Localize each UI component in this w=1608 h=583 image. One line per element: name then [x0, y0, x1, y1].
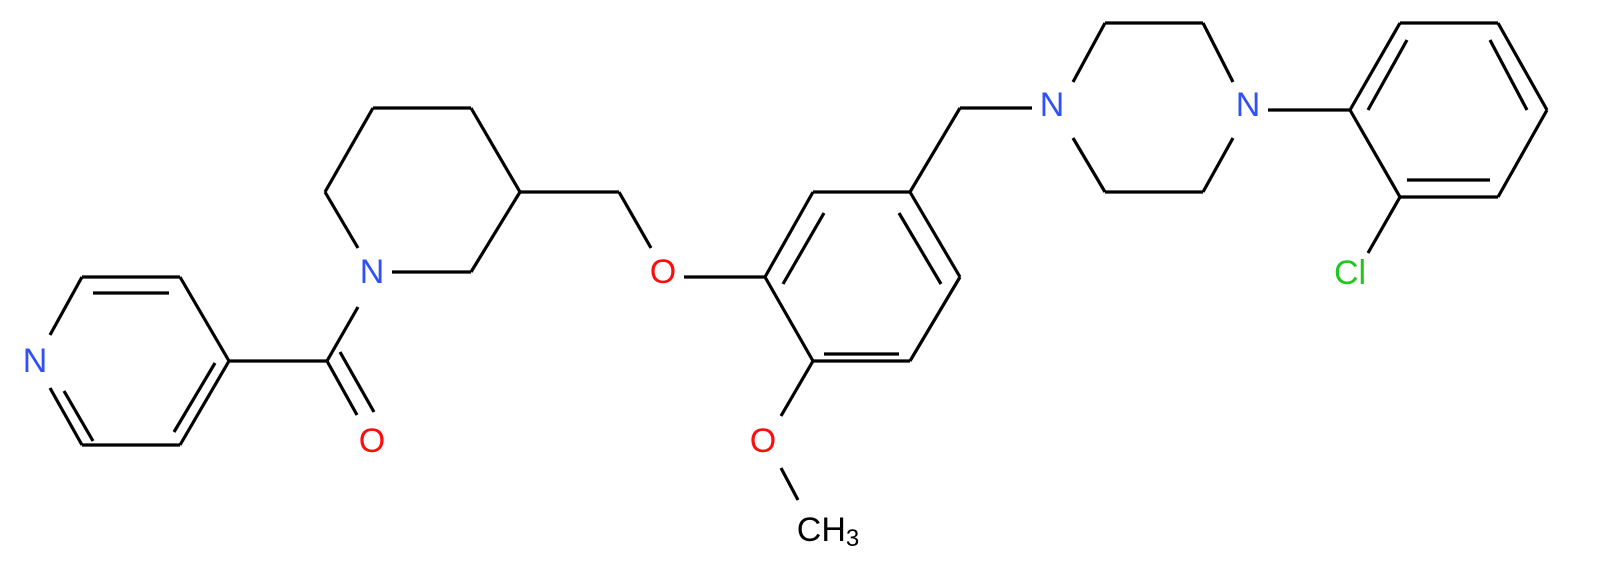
- bonds: [48, 21, 1549, 501]
- atom-oxygen-carbonyl: O: [359, 422, 385, 460]
- chlorophenyl-ring: [1268, 21, 1549, 254]
- methyl-subscript: 3: [846, 525, 859, 552]
- atom-nitrogen-piperazine-2: N: [1236, 86, 1261, 124]
- methoxy-group: [779, 360, 815, 501]
- atom-oxygen-ether: O: [650, 253, 676, 291]
- piperidine-ring: [323, 106, 522, 274]
- atom-labels: N O N O O CH3 N N Cl: [23, 86, 1366, 552]
- benzyl-linker: [908, 106, 1032, 193]
- carbonyl-group: [229, 306, 376, 416]
- methyleneoxy-linker: [520, 190, 765, 279]
- atom-chlorine: Cl: [1334, 254, 1366, 292]
- atom-oxygen-methoxy: O: [750, 422, 776, 460]
- pyridine-ring: [48, 275, 231, 447]
- atom-methyl: CH3: [797, 511, 859, 552]
- piperazine-ring: [1071, 21, 1235, 194]
- atom-nitrogen-pyridine: N: [23, 342, 48, 380]
- methyl-label: CH: [797, 511, 846, 549]
- atom-nitrogen-piperidine: N: [360, 253, 385, 291]
- methoxyphenyl-ring: [763, 190, 962, 363]
- atom-nitrogen-piperazine-1: N: [1040, 86, 1065, 124]
